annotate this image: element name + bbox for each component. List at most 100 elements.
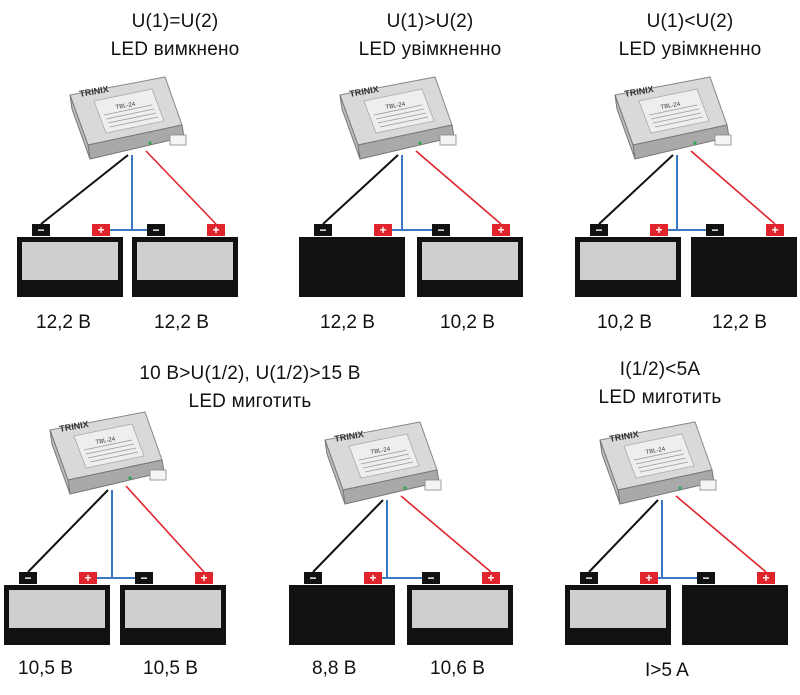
wire-negative — [27, 489, 109, 573]
negative-terminal — [590, 224, 608, 236]
battery-face — [125, 590, 221, 628]
positive-symbol: + — [487, 571, 494, 585]
device-connector — [714, 134, 732, 146]
device-connector — [699, 479, 717, 491]
negative-symbol: − — [437, 223, 444, 237]
device-label-line — [85, 443, 135, 455]
voltage-label: 10,2 В — [597, 312, 652, 333]
positive-terminal — [195, 572, 213, 584]
voltage-label: 10,5 В — [18, 658, 73, 679]
device-label-line — [635, 453, 685, 465]
caption-less: U(1)<U(2) LED увімкненно — [575, 8, 800, 64]
positive-symbol: + — [379, 223, 386, 237]
voltage-label: 12,2 В — [36, 312, 91, 333]
negative-symbol: − — [152, 223, 159, 237]
positive-terminal — [650, 224, 668, 236]
device-label-line — [375, 108, 425, 120]
negative-symbol: − — [37, 223, 44, 237]
positive-terminal — [640, 572, 658, 584]
positive-terminal — [92, 224, 110, 236]
device-label-line — [105, 108, 155, 120]
wire-positive — [400, 495, 492, 573]
voltage-label: 10,6 В — [430, 658, 485, 679]
positive-symbol: + — [762, 571, 769, 585]
caption-current: I(1/2)<5A LED миготить — [545, 356, 775, 412]
device-label-line — [648, 104, 698, 116]
device-label-line — [637, 457, 687, 469]
caption-led-state: LED вимкнено — [110, 39, 240, 60]
device-side — [69, 94, 91, 160]
positive-terminal — [374, 224, 392, 236]
battery-face — [22, 242, 118, 280]
negative-symbol: − — [585, 571, 592, 585]
positive-symbol: + — [212, 223, 219, 237]
positive-terminal — [492, 224, 510, 236]
device-model-text: TBL-24 — [660, 102, 681, 111]
negative-symbol: − — [711, 223, 718, 237]
wire-positive — [145, 150, 217, 225]
positive-terminal — [766, 224, 784, 236]
device-led-icon — [678, 486, 682, 490]
negative-symbol: − — [140, 571, 147, 585]
negative-symbol: − — [309, 571, 316, 585]
current-label: I>5 A — [645, 660, 689, 681]
device-label-line — [109, 116, 159, 128]
negative-terminal — [304, 572, 322, 584]
positive-symbol: + — [655, 223, 662, 237]
caption-condition: 10 В>U(1/2), U(1/2)>15 В — [139, 363, 361, 384]
battery-face — [580, 242, 676, 280]
battery-face — [422, 242, 518, 280]
battery-body — [299, 237, 405, 297]
device-side — [614, 94, 636, 160]
wire-positive — [690, 150, 776, 225]
positive-symbol: + — [771, 223, 778, 237]
wire-negative — [588, 499, 659, 573]
caption-condition: U(1)=U(2) — [131, 11, 219, 32]
positive-symbol: + — [645, 571, 652, 585]
caption-condition: U(1)>U(2) — [386, 11, 474, 32]
positive-terminal — [364, 572, 382, 584]
device-label-line — [377, 112, 427, 124]
positive-terminal — [757, 572, 775, 584]
positive-terminal — [207, 224, 225, 236]
device-led-icon — [128, 476, 132, 480]
negative-terminal — [32, 224, 50, 236]
negative-symbol: − — [595, 223, 602, 237]
device-model-text: TBL-24 — [370, 447, 391, 456]
battery-face — [412, 590, 508, 628]
device-label-line — [362, 457, 412, 469]
negative-symbol: − — [427, 571, 434, 585]
battery-body — [682, 585, 788, 645]
device-label-line — [633, 449, 683, 461]
wire-positive — [125, 485, 205, 573]
negative-terminal — [697, 572, 715, 584]
negative-terminal — [19, 572, 37, 584]
wire-negative — [598, 154, 674, 225]
device-label-line — [379, 116, 429, 128]
voltage-label: 10,2 В — [440, 312, 495, 333]
device-model-text: TBL-24 — [115, 102, 136, 111]
negative-symbol: − — [702, 571, 709, 585]
voltage-label: 12,2 В — [712, 312, 767, 333]
device-model-text: TBL-24 — [645, 447, 666, 456]
device-label-line — [652, 112, 702, 124]
device-label-line — [360, 453, 410, 465]
device-connector — [169, 134, 187, 146]
battery-face — [570, 590, 666, 628]
device-label-line — [650, 108, 700, 120]
wire-negative — [40, 154, 129, 225]
device-connector — [149, 469, 167, 481]
voltage-label: 12,2 В — [320, 312, 375, 333]
caption-voltage-range: 10 В>U(1/2), U(1/2)>15 В LED миготить — [90, 360, 410, 416]
wire-positive — [675, 495, 767, 573]
caption-condition: U(1)<U(2) — [646, 11, 734, 32]
positive-terminal — [482, 572, 500, 584]
device-label-line — [364, 461, 414, 473]
device-led-icon — [693, 141, 697, 145]
device-label-line — [654, 116, 704, 128]
battery-body — [691, 237, 797, 297]
